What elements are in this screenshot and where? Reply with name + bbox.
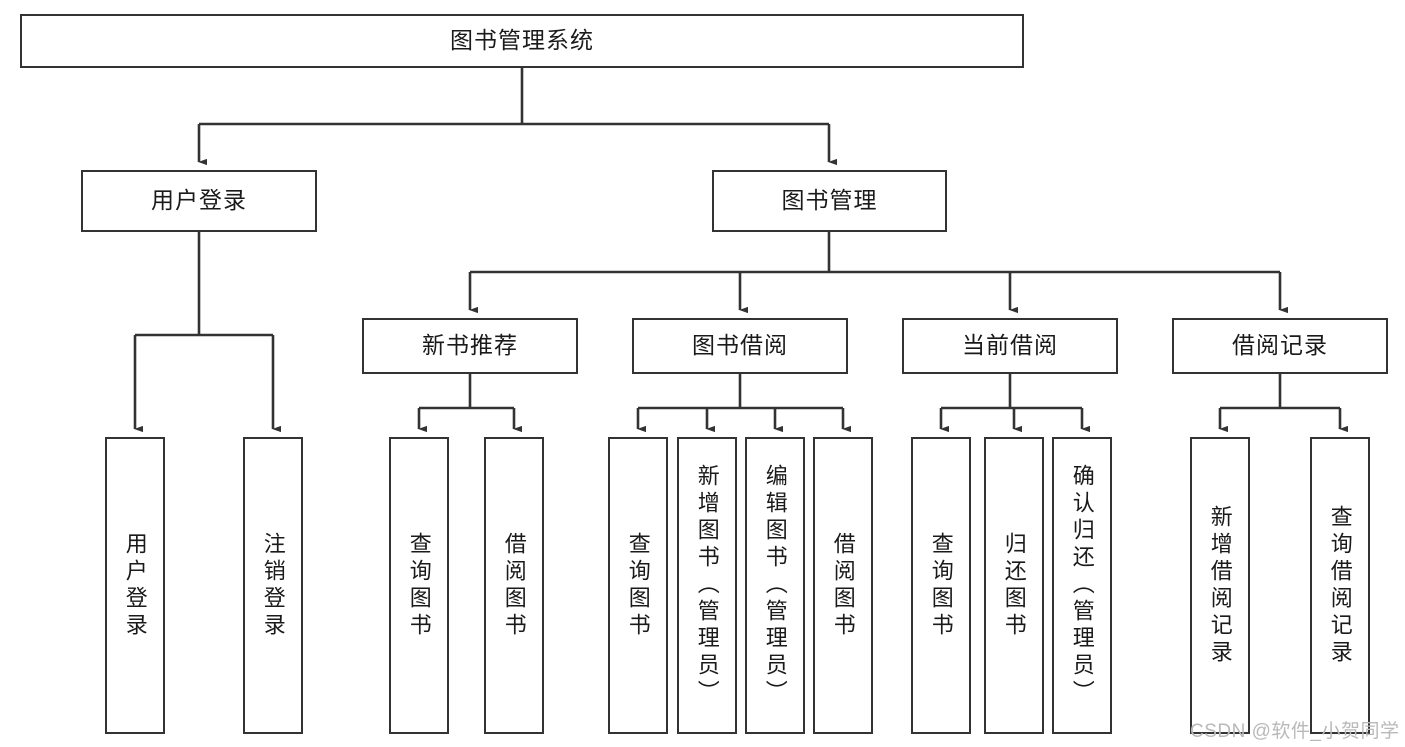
node-leaf-current-query-book[interactable]: 查询图书: [911, 437, 971, 734]
node-label: 新书推荐: [422, 332, 518, 359]
node-label: 编辑图书（管理员）: [762, 464, 788, 707]
node-user-login[interactable]: 用户登录: [81, 170, 317, 232]
node-label: 借阅记录: [1232, 332, 1328, 359]
node-leaf-rec-query-book[interactable]: 查询图书: [389, 437, 449, 734]
node-label: 用户登录: [151, 187, 247, 214]
node-new-book-rec[interactable]: 新书推荐: [362, 318, 578, 374]
node-label: 借阅图书: [830, 531, 856, 640]
node-label: 确认归还（管理员）: [1069, 464, 1095, 707]
node-leaf-rec-borrow-book[interactable]: 借阅图书: [484, 437, 544, 734]
node-book-manage[interactable]: 图书管理: [712, 170, 947, 232]
node-label: 当前借阅: [962, 332, 1058, 359]
node-current-borrow[interactable]: 当前借阅: [902, 318, 1118, 374]
node-label: 新增借阅记录: [1207, 504, 1233, 667]
node-leaf-borrow-lend-book[interactable]: 借阅图书: [813, 437, 873, 734]
node-leaf-borrow-query-book[interactable]: 查询图书: [608, 437, 668, 734]
node-leaf-borrow-add-book-admin[interactable]: 新增图书（管理员）: [677, 437, 737, 734]
node-root-图书管理系统[interactable]: 图书管理系统: [20, 14, 1024, 68]
node-borrow-record[interactable]: 借阅记录: [1172, 318, 1388, 374]
node-label: 注销登录: [260, 531, 286, 640]
node-leaf-user-logout[interactable]: 注销登录: [243, 437, 303, 734]
node-label: 查询图书: [625, 531, 651, 640]
node-leaf-current-confirm-return-admin[interactable]: 确认归还（管理员）: [1052, 437, 1112, 734]
node-leaf-record-add-borrow-record[interactable]: 新增借阅记录: [1190, 437, 1250, 734]
node-leaf-user-login[interactable]: 用户登录: [105, 437, 165, 734]
node-label: 新增图书（管理员）: [694, 464, 720, 707]
node-leaf-borrow-edit-book-admin[interactable]: 编辑图书（管理员）: [745, 437, 805, 734]
node-label: 归还图书: [1001, 531, 1027, 640]
node-label: 查询图书: [928, 531, 954, 640]
node-label: 借阅图书: [501, 531, 527, 640]
node-label: 查询图书: [406, 531, 432, 640]
node-label: 图书管理: [781, 187, 878, 214]
node-leaf-current-return-book[interactable]: 归还图书: [984, 437, 1044, 734]
node-label: 图书借阅: [692, 332, 788, 359]
node-label: 用户登录: [122, 531, 148, 640]
node-book-borrow[interactable]: 图书借阅: [632, 318, 848, 374]
node-label: 查询借阅记录: [1327, 504, 1353, 667]
node-leaf-record-query-borrow-record[interactable]: 查询借阅记录: [1310, 437, 1370, 734]
node-label: 图书管理系统: [450, 27, 594, 54]
